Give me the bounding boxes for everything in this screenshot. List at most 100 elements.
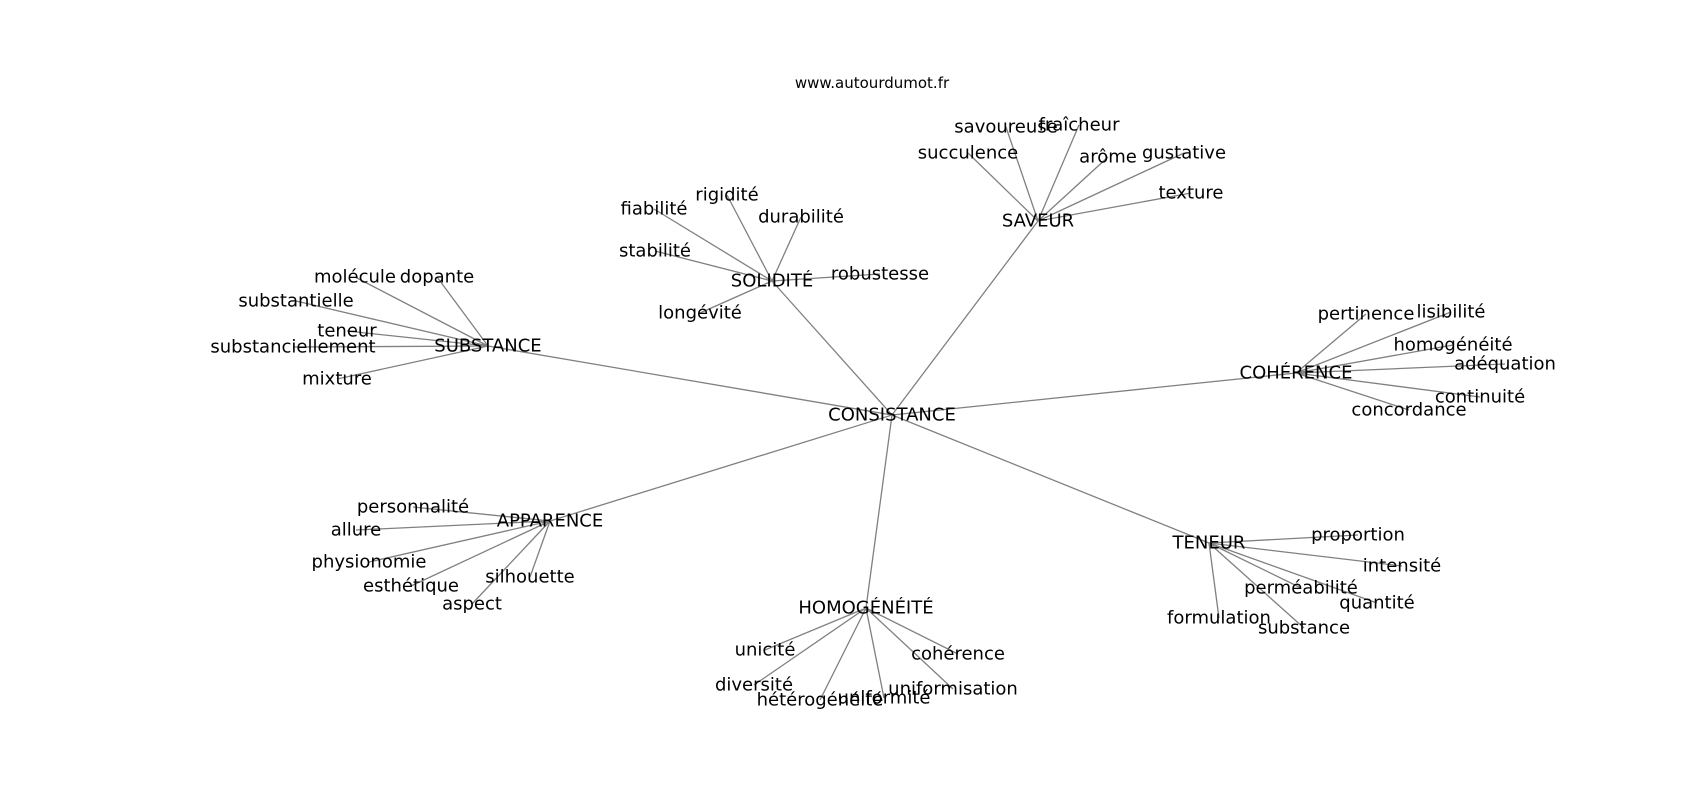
edge-solidite-fiabilite: [653, 208, 773, 282]
node-leaf-arome[interactable]: arôme: [1079, 147, 1137, 168]
graph-edges: [292, 124, 1506, 701]
edge-center-solidite: [771, 280, 893, 416]
node-leaf-robustesse[interactable]: robustesse: [831, 264, 929, 285]
node-leaf-intensite[interactable]: intensité: [1363, 556, 1441, 577]
edge-apparence-silhouette: [529, 520, 551, 578]
edge-homogeneite-unicite: [764, 607, 867, 651]
node-hub-saveur[interactable]: SAVEUR: [1002, 211, 1074, 232]
edge-substance-teneur: [346, 330, 489, 347]
node-leaf-personnalite[interactable]: personnalité: [357, 497, 469, 518]
node-hub-apparence[interactable]: APPARENCE: [497, 511, 603, 532]
edge-coherence-lisibilite: [1295, 311, 1452, 374]
site-url: www.autourdumot.fr: [795, 74, 950, 92]
node-leaf-lisibilite[interactable]: lisibilité: [1417, 302, 1486, 323]
node-leaf-continuite[interactable]: continuité: [1435, 387, 1525, 408]
edge-substance-mixture: [336, 345, 489, 380]
edge-apparence-aspect: [471, 520, 551, 605]
edge-solidite-stabilite: [654, 250, 773, 282]
node-leaf-fiabilite[interactable]: fiabilité: [621, 199, 688, 220]
edge-saveur-arome: [1037, 156, 1109, 222]
node-leaf-pertinence[interactable]: pertinence: [1318, 304, 1415, 325]
edge-apparence-allure: [355, 520, 551, 531]
edge-center-coherence: [891, 372, 1297, 416]
edge-homogeneite-uniformite: [865, 607, 885, 699]
node-leaf-concordance[interactable]: concordance: [1351, 400, 1466, 421]
edge-saveur-gustative: [1037, 152, 1185, 222]
node-leaf-savoureuse[interactable]: savoureuse: [954, 117, 1057, 138]
edge-solidite-durabilite: [771, 216, 802, 282]
node-leaf-longevite[interactable]: longévité: [658, 303, 742, 324]
edge-coherence-homogeneite: [1295, 344, 1454, 374]
edge-center-substance: [487, 345, 893, 416]
edge-apparence-physionomie: [368, 520, 551, 563]
node-leaf-heterogeneite[interactable]: hétérogénéité: [757, 690, 884, 711]
edge-substance-dopante: [436, 276, 489, 347]
edge-apparence-personnalite: [412, 506, 551, 522]
node-leaf-gustative[interactable]: gustative: [1142, 143, 1226, 164]
edge-homogeneite-diversite: [753, 607, 867, 686]
edge-teneur-permeabilite: [1208, 542, 1302, 589]
edge-saveur-succulence: [967, 152, 1039, 222]
node-hub-teneur[interactable]: TENEUR: [1172, 533, 1246, 554]
node-leaf-physionomie[interactable]: physionomie: [312, 552, 427, 573]
node-center-consistance[interactable]: CONSISTANCE: [828, 405, 956, 426]
node-leaf-diversite[interactable]: diversité: [715, 675, 793, 696]
node-leaf-aspect[interactable]: aspect: [442, 594, 502, 615]
edge-homogeneite-uniformisation: [865, 607, 954, 690]
edge-solidite-longevite: [699, 280, 773, 314]
node-leaf-molecule[interactable]: molécule: [314, 267, 396, 288]
node-leaf-durabilite[interactable]: durabilité: [758, 207, 844, 228]
edge-coherence-concordance: [1295, 372, 1410, 411]
node-leaf-uniformisation[interactable]: uniformisation: [888, 679, 1018, 700]
edge-teneur-proportion: [1208, 534, 1359, 544]
node-leaf-substance[interactable]: substance: [1258, 618, 1350, 639]
edge-center-saveur: [891, 220, 1039, 416]
edge-saveur-savoureuse: [1005, 126, 1039, 222]
node-leaf-succulence[interactable]: succulence: [918, 143, 1018, 164]
node-hub-homogeneite[interactable]: HOMOGÉNÉITÉ: [798, 597, 933, 619]
edge-homogeneite-heterogeneite: [819, 607, 867, 701]
edge-center-homogeneite: [865, 414, 893, 609]
node-leaf-homogeneite[interactable]: homogénéité: [1393, 335, 1512, 356]
edge-solidite-robustesse: [771, 273, 881, 282]
edge-center-teneur: [891, 414, 1210, 544]
node-leaf-silhouette[interactable]: silhouette: [485, 567, 574, 588]
edge-substance-substanciellement: [292, 345, 489, 348]
node-leaf-stabilite[interactable]: stabilité: [619, 241, 691, 262]
node-leaf-esthetique[interactable]: esthétique: [363, 576, 459, 597]
node-leaf-rigidite[interactable]: rigidité: [695, 185, 758, 206]
node-leaf-substanciellement[interactable]: substanciellement: [210, 337, 375, 358]
node-leaf-coherence[interactable]: cohérence: [911, 644, 1005, 665]
edge-homogeneite-coherence: [865, 607, 959, 655]
node-leaf-proportion[interactable]: proportion: [1311, 525, 1405, 546]
node-leaf-fraicheur[interactable]: fraîcheur: [1039, 115, 1121, 136]
node-leaf-unicite[interactable]: unicité: [735, 640, 796, 661]
node-leaf-substantielle[interactable]: substantielle: [238, 291, 353, 312]
edge-substance-molecule: [354, 276, 489, 347]
node-hub-coherence[interactable]: COHÉRENCE: [1240, 362, 1353, 384]
node-hub-substance[interactable]: SUBSTANCE: [434, 336, 541, 357]
node-leaf-formulation[interactable]: formulation: [1167, 608, 1271, 629]
edge-saveur-texture: [1037, 192, 1192, 222]
node-leaf-adequation[interactable]: adéquation: [1454, 354, 1556, 375]
edge-teneur-formulation: [1208, 542, 1220, 619]
node-leaf-teneur[interactable]: teneur: [317, 321, 377, 342]
edge-coherence-continuite: [1295, 372, 1481, 398]
edge-teneur-quantite: [1208, 542, 1378, 604]
edge-teneur-intensite: [1208, 542, 1403, 567]
node-leaf-quantite[interactable]: quantité: [1339, 593, 1414, 614]
edge-coherence-pertinence: [1295, 313, 1367, 374]
edge-coherence-adequation: [1295, 363, 1506, 374]
node-leaf-uniformite[interactable]: uniformité: [838, 688, 931, 709]
node-leaf-texture[interactable]: texture: [1158, 183, 1223, 204]
edge-substance-substantielle: [295, 300, 489, 347]
edge-center-apparence: [549, 414, 893, 522]
node-leaf-dopante[interactable]: dopante: [400, 267, 474, 288]
node-leaf-permeabilite[interactable]: perméabilité: [1244, 578, 1358, 599]
node-hub-solidite[interactable]: SOLIDITÉ: [731, 270, 813, 292]
edge-apparence-esthetique: [410, 520, 551, 587]
node-leaf-allure[interactable]: allure: [331, 520, 382, 541]
node-leaf-mixture[interactable]: mixture: [302, 369, 372, 390]
